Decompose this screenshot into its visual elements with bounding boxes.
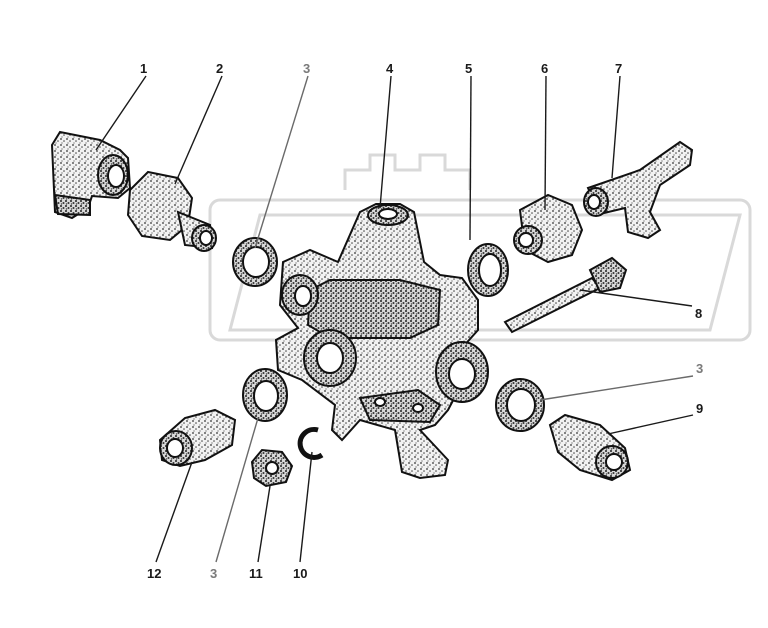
callout-9: 9 xyxy=(696,401,703,416)
part-12-fitting xyxy=(158,408,237,468)
callout-4: 4 xyxy=(386,61,394,76)
part-1-elbow-fitting xyxy=(50,130,132,220)
callout-3-top: 3 xyxy=(303,61,310,76)
part-11-nut xyxy=(250,448,294,488)
callout-2: 2 xyxy=(216,61,223,76)
part-8-bolt xyxy=(503,256,628,334)
part-3-washer-upper xyxy=(232,237,278,287)
callout-8: 8 xyxy=(695,306,702,321)
callout-6: 6 xyxy=(541,61,548,76)
callout-11: 11 xyxy=(249,566,263,581)
part-4-valve-body xyxy=(274,203,489,480)
callout-3-right: 3 xyxy=(696,361,703,376)
part-2-union-nut xyxy=(126,170,217,252)
part-6-union-nut xyxy=(513,193,584,264)
part-3-washer-lower xyxy=(242,368,288,422)
part-10-spring-washer xyxy=(297,426,324,460)
part-9-fitting xyxy=(548,413,632,482)
callout-labels: 1 2 3 4 5 6 7 8 3 9 12 3 11 10 xyxy=(140,61,703,581)
part-7-tee-fitting xyxy=(583,140,694,240)
part-5-washer xyxy=(467,243,509,297)
callout-12: 12 xyxy=(147,566,161,581)
part-3-washer-right xyxy=(495,378,545,432)
callout-3-bottom: 3 xyxy=(210,566,217,581)
leader-lines xyxy=(95,75,694,563)
callout-1: 1 xyxy=(140,61,147,76)
callout-5: 5 xyxy=(465,61,472,76)
callout-7: 7 xyxy=(615,61,622,76)
callout-10: 10 xyxy=(293,566,307,581)
